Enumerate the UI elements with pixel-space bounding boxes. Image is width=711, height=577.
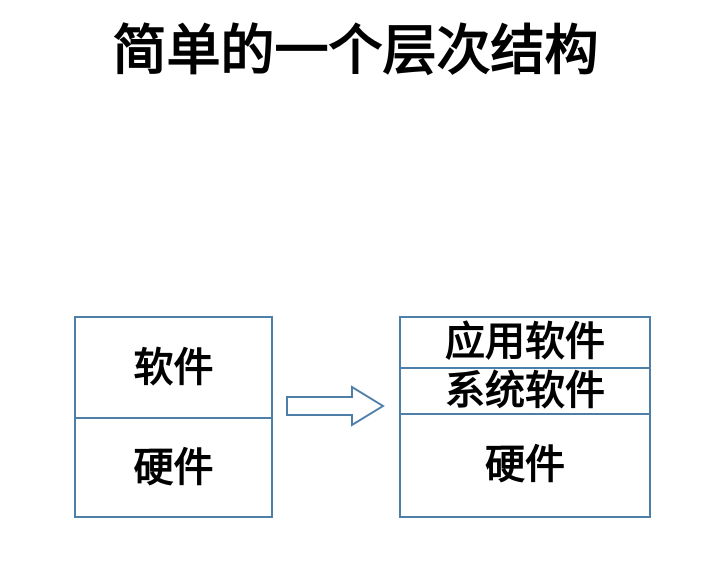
table-row: 硬件: [401, 413, 649, 516]
left-cell-hardware: 硬件: [133, 443, 214, 491]
page-title: 简单的一个层次结构: [112, 18, 599, 82]
left-cell-software: 软件: [133, 343, 214, 391]
table-row: 软件: [76, 318, 271, 417]
table-row: 系统软件: [401, 366, 649, 414]
right-cell-system-software: 系统软件: [445, 366, 605, 414]
block-arrow-right-icon: [286, 385, 385, 427]
right-cell-application-software: 应用软件: [445, 318, 605, 366]
right-hierarchy-table: 应用软件 系统软件 硬件: [399, 316, 651, 518]
left-hierarchy-table: 软件 硬件: [74, 316, 273, 518]
table-row: 硬件: [76, 417, 271, 516]
right-cell-hardware: 硬件: [485, 441, 565, 489]
table-row: 应用软件: [401, 318, 649, 367]
